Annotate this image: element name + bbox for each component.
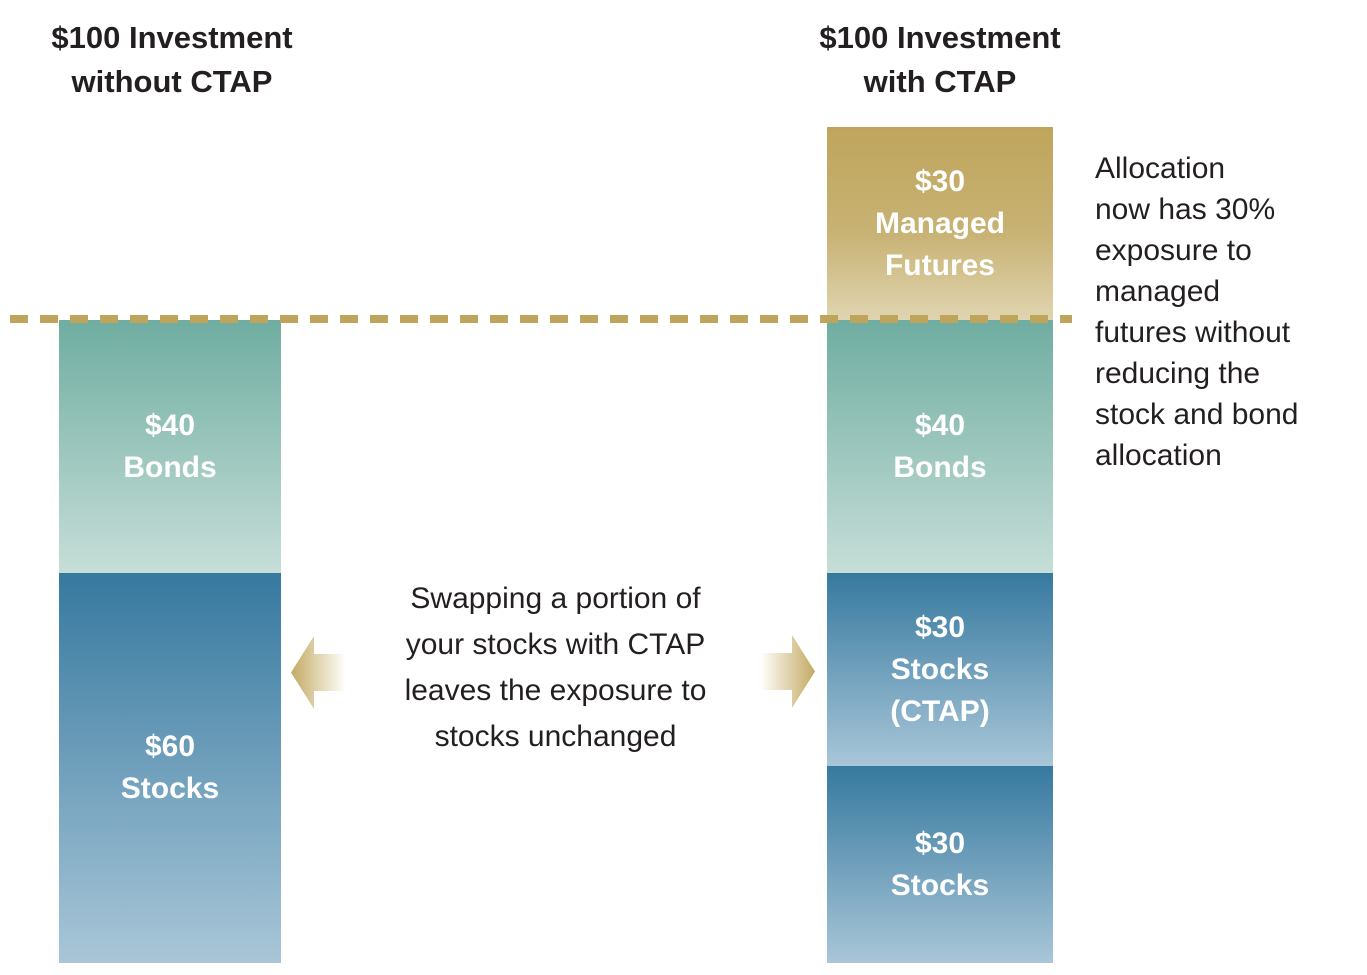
- right-bar-title-line2: with CTAP: [863, 64, 1017, 99]
- side-annotation-line: Allocation: [1095, 152, 1226, 185]
- side-annotation-line: reducing the: [1095, 357, 1261, 390]
- segment-name-label: (CTAP): [890, 694, 990, 728]
- right-bar-segment-bonds: $40 Bonds: [827, 320, 1053, 573]
- side-annotation-line: futures without: [1095, 316, 1291, 349]
- arrow-left-icon: [291, 636, 344, 709]
- center-annotation-line: leaves the exposure to: [404, 674, 707, 707]
- center-annotation-line: Swapping a portion of: [410, 582, 701, 615]
- side-annotation-line: now has 30%: [1095, 193, 1276, 226]
- center-annotation: Swapping a portion of your stocks with C…: [348, 576, 763, 760]
- segment-value-label: $30: [914, 610, 966, 644]
- hundred-dollar-reference-dashed-line: [10, 315, 1072, 323]
- center-annotation-line: your stocks with CTAP: [405, 628, 706, 661]
- left-bar-segment-bonds: $40 Bonds: [59, 320, 281, 573]
- side-annotation-line: allocation: [1095, 439, 1222, 472]
- segment-value-label: $60: [144, 730, 196, 763]
- segment-name-label: Stocks: [890, 652, 990, 686]
- segment-name-label: Stocks: [120, 772, 220, 805]
- side-annotation: Allocation now has 30% exposure to manag…: [1095, 148, 1367, 476]
- arrow-right-icon: [762, 635, 815, 708]
- segment-value-label: $40: [144, 408, 196, 442]
- left-bar-title-line2: without CTAP: [71, 64, 273, 99]
- center-annotation-line: stocks unchanged: [434, 720, 677, 753]
- side-annotation-line: managed: [1095, 275, 1221, 308]
- left-bar-title-line1: $100 Investment: [51, 20, 293, 55]
- right-bar-title: $100 Investment with CTAP: [785, 16, 1095, 104]
- segment-value-label: $30: [914, 164, 966, 198]
- side-annotation-line: exposure to: [1095, 234, 1252, 267]
- segment-name-label: Managed: [874, 206, 1006, 240]
- segment-name-label: Stocks: [890, 868, 990, 902]
- segment-name-label: Futures: [884, 248, 995, 282]
- right-bar-segment-managed-futures: $30 Managed Futures: [827, 127, 1053, 320]
- segment-name-label: Bonds: [123, 450, 217, 484]
- segment-name-label: Bonds: [893, 450, 987, 484]
- right-bar-segment-stocks: $30 Stocks: [827, 766, 1053, 963]
- segment-value-label: $30: [914, 826, 966, 860]
- left-bar-title: $100 Investment without CTAP: [17, 16, 327, 104]
- left-bar-segment-stocks: $60 Stocks: [59, 573, 281, 963]
- right-bar-title-line1: $100 Investment: [819, 20, 1061, 55]
- segment-value-label: $40: [914, 408, 966, 442]
- side-annotation-line: stock and bond: [1095, 398, 1299, 431]
- right-bar-segment-stocks-ctap: $30 Stocks (CTAP): [827, 573, 1053, 766]
